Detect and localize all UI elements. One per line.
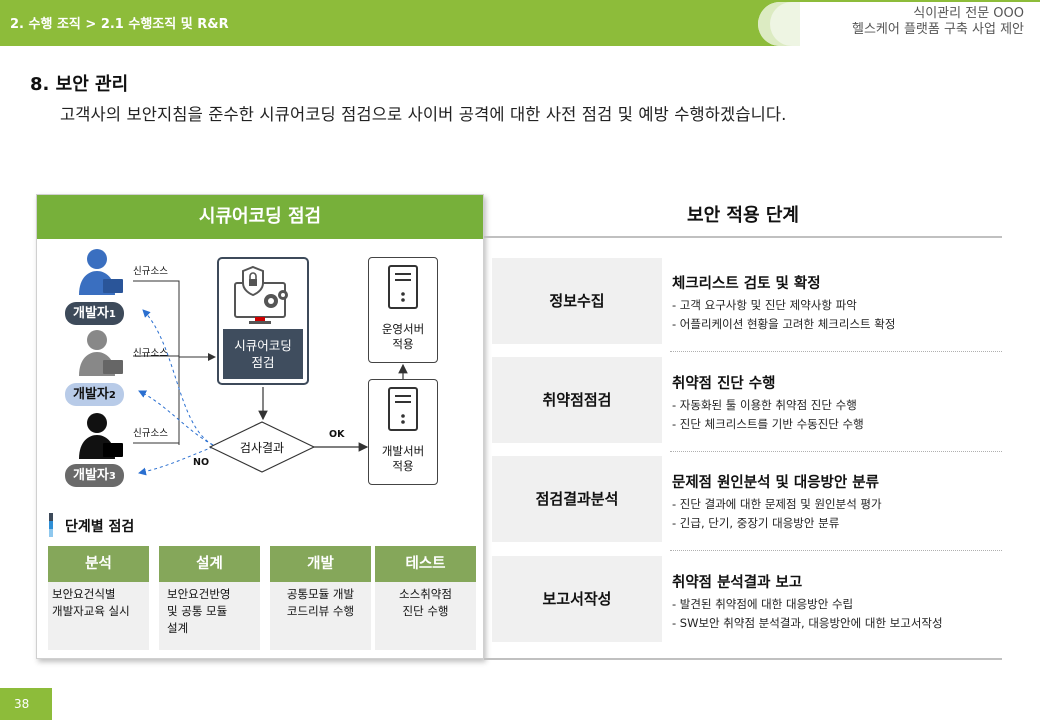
stage-head-development: 개발 bbox=[270, 546, 371, 582]
stage-line: 공통모듈 개발 bbox=[286, 587, 355, 601]
prod-server-line2: 적용 bbox=[392, 337, 414, 351]
stage-body-test: 소스취약점 진단 수행 bbox=[375, 582, 476, 650]
header-bar: 2. 수행 조직 > 2.1 수행조직 및 R&R 식이관리 전문 OOO 헬스… bbox=[0, 0, 1040, 46]
step-title: 취약점 진단 수행 bbox=[672, 376, 776, 392]
header-project: 헬스케어 플랫폼 구축 사업 제안 bbox=[851, 22, 1024, 37]
step-box-vulnerability-check: 취약점점검 bbox=[492, 357, 662, 443]
step-line: - 진단 결과에 대한 문제점 및 원인분석 평가 bbox=[672, 497, 882, 511]
step-title: 문제점 원인분석 및 대응방안 분류 bbox=[672, 475, 879, 491]
ok-label: OK bbox=[329, 429, 345, 440]
developer-badge-3: 개발자3 bbox=[65, 464, 124, 487]
no-label: NO bbox=[193, 457, 210, 468]
developer-label: 개발자 bbox=[73, 468, 109, 483]
person-blue-icon bbox=[79, 249, 123, 295]
developer-badge-2: 개발자2 bbox=[65, 383, 124, 406]
breadcrumb: 2. 수행 조직 > 2.1 수행조직 및 R&R bbox=[10, 17, 229, 32]
stage-head-analysis: 분석 bbox=[48, 546, 149, 582]
new-source-label-3: 신규소스 bbox=[133, 428, 168, 439]
header-company: 식이관리 전문 OOO bbox=[913, 6, 1024, 21]
step-line: - 자동화된 툴 이용한 취약점 진단 수행 bbox=[672, 398, 857, 412]
dev-server-label: 개발서버 적용 bbox=[369, 444, 437, 474]
page-number: 38 bbox=[0, 688, 52, 720]
secure-coding-title: 시큐어코딩 점검 bbox=[37, 195, 483, 239]
inspection-label: 시큐어코딩 점검 bbox=[223, 329, 303, 379]
stage-title-marker bbox=[49, 513, 53, 537]
stage-title: 단계별 점검 bbox=[65, 519, 135, 535]
result-label: 검사결과 bbox=[239, 441, 285, 455]
step-divider bbox=[670, 451, 1002, 452]
result-decision-diamond bbox=[209, 421, 315, 473]
developer-number: 1 bbox=[108, 309, 116, 320]
stage-body-development: 공통모듈 개발 코드리뷰 수행 bbox=[270, 582, 371, 650]
secure-coding-panel: 시큐어코딩 점검 개발자1 신규소스 개발자2 신 bbox=[36, 194, 484, 659]
server-icon bbox=[388, 387, 418, 431]
prod-server-box: 운영서버 적용 bbox=[368, 257, 438, 363]
flow-connectors bbox=[133, 280, 408, 476]
step-box-report: 보고서작성 bbox=[492, 556, 662, 642]
developer-number: 2 bbox=[108, 390, 116, 401]
inspection-line1: 시큐어코딩 bbox=[234, 338, 292, 353]
stage-line: 개발자교육 실시 bbox=[52, 604, 130, 618]
step-box-result-analysis: 점검결과분석 bbox=[492, 456, 662, 542]
secure-coding-inspection-box: 시큐어코딩 점검 bbox=[217, 257, 309, 385]
section-description: 고객사의 보안지침을 준수한 시큐어코딩 점검으로 사이버 공격에 대한 사전 … bbox=[60, 105, 787, 124]
prod-server-label: 운영서버 적용 bbox=[369, 322, 437, 352]
developer-badge-1: 개발자1 bbox=[65, 302, 124, 325]
new-source-label-1: 신규소스 bbox=[133, 266, 168, 277]
person-gray-icon bbox=[79, 330, 123, 376]
stage-body-design: 보안요건반영 및 공통 모듈 설계 bbox=[159, 582, 260, 650]
step-box-info-gathering: 정보수집 bbox=[492, 258, 662, 344]
header-decoration bbox=[770, 2, 800, 46]
inspection-line2: 점검 bbox=[251, 355, 275, 370]
dev-server-box: 개발서버 적용 bbox=[368, 379, 438, 485]
security-steps-bottom-rule bbox=[484, 658, 1002, 660]
developer-number: 3 bbox=[108, 471, 116, 482]
stage-head-test: 테스트 bbox=[375, 546, 476, 582]
stage-body-analysis: 보안요건식별 개발자교육 실시 bbox=[48, 582, 149, 650]
stage-line: 진단 수행 bbox=[402, 604, 449, 618]
step-line: - SW보안 취약점 분석결과, 대응방안에 대한 보고서작성 bbox=[672, 616, 943, 630]
step-divider bbox=[670, 550, 1002, 551]
header-project-title: 식이관리 전문 OOO 헬스케어 플랫폼 구축 사업 제안 bbox=[852, 6, 1024, 38]
stage-head-design: 설계 bbox=[159, 546, 260, 582]
server-icon bbox=[388, 265, 418, 309]
person-black-icon bbox=[79, 413, 123, 459]
security-steps-title: 보안 적용 단계 bbox=[484, 196, 1002, 238]
step-line: - 긴급, 단기, 중장기 대응방안 분류 bbox=[672, 516, 840, 530]
stage-line: 설계 bbox=[167, 621, 189, 635]
step-line: - 어플리케이션 현황을 고려한 체크리스트 확정 bbox=[672, 317, 896, 331]
secure-settings-monitor-icon bbox=[234, 265, 288, 324]
developer-label: 개발자 bbox=[73, 387, 109, 402]
step-title: 취약점 분석결과 보고 bbox=[672, 575, 803, 591]
stage-line: 및 공통 모듈 bbox=[167, 604, 228, 618]
step-divider bbox=[670, 351, 1002, 352]
step-line: - 고객 요구사항 및 진단 제약사항 파악 bbox=[672, 298, 857, 312]
stage-line: 코드리뷰 수행 bbox=[286, 604, 355, 618]
step-line: - 발견된 취약점에 대한 대응방안 수립 bbox=[672, 597, 854, 611]
dev-server-line2: 적용 bbox=[392, 459, 414, 473]
section-title: 8. 보안 관리 bbox=[30, 74, 129, 95]
step-title: 체크리스트 검토 및 확정 bbox=[672, 276, 821, 292]
stage-line: 소스취약점 bbox=[399, 587, 452, 601]
header-title-pill bbox=[758, 2, 1040, 46]
developer-label: 개발자 bbox=[73, 306, 109, 321]
step-line: - 진단 체크리스트를 기반 수동진단 수행 bbox=[672, 417, 864, 431]
new-source-label-2: 신규소스 bbox=[133, 348, 168, 359]
stage-line: 보안요건반영 bbox=[167, 587, 231, 601]
prod-server-line1: 운영서버 bbox=[381, 322, 425, 336]
stage-line: 보안요건식별 bbox=[52, 587, 116, 601]
dev-server-line1: 개발서버 bbox=[381, 444, 425, 458]
